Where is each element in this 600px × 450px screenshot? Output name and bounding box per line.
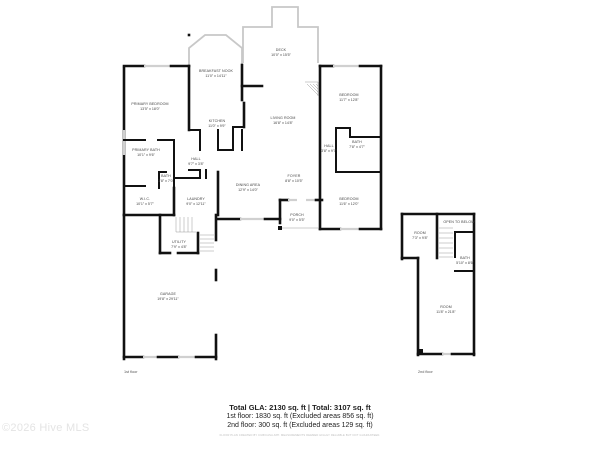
room-label-living-room: LIVING ROOM 16'8" x 14'8" <box>270 116 295 125</box>
room-label-hall-right: HALL 3'8" x 9'7" <box>321 144 337 153</box>
svg-text:BREAKFAST NOOK: BREAKFAST NOOK <box>199 69 234 73</box>
svg-text:13'5" x 18'0": 13'5" x 18'0" <box>140 107 160 111</box>
breakfast-nook-walls <box>187 33 264 102</box>
room-label-laundry: LAUNDRY 9'0" x 12'11" <box>186 197 206 206</box>
svg-text:DINING AREA: DINING AREA <box>236 183 261 187</box>
svg-text:BATH: BATH <box>352 140 362 144</box>
total-area-summary: Total GLA: 2130 sq. ft | Total: 3107 sq.… <box>229 403 371 412</box>
svg-text:BATH: BATH <box>460 256 470 260</box>
room-label-breakfast-nook: BREAKFAST NOOK 11'0" x 14'11" <box>199 69 234 78</box>
svg-text:PRIMARY BATH: PRIMARY BATH <box>132 148 160 152</box>
svg-text:FOYER: FOYER <box>288 174 301 178</box>
svg-text:BEDROOM: BEDROOM <box>339 197 358 201</box>
room-label-hall-left: HALL 9'7" x 3'8" <box>188 157 204 166</box>
floor-label-2nd: 2nd floor <box>418 370 434 374</box>
second-floor-area: 2nd floor: 300 sq. ft (Excluded areas 12… <box>227 422 373 429</box>
svg-text:7'3" x 9'8": 7'3" x 9'8" <box>412 236 428 240</box>
room-label-kitchen: KITCHEN 11'0" x 9'9" <box>208 119 226 128</box>
svg-text:7'9" x 4'8": 7'9" x 4'8" <box>171 245 187 249</box>
svg-text:11'0" x 9'9": 11'0" x 9'9" <box>208 124 226 128</box>
svg-text:HALL: HALL <box>324 144 333 148</box>
watermark: ©2026 Hive MLS <box>2 422 90 434</box>
room-label-bedroom-1: BEDROOM 11'7" x 12'8" <box>339 93 359 102</box>
room-label-deck: DECK 10'0" x 15'5" <box>271 48 291 57</box>
svg-text:10'1" x 5'7": 10'1" x 5'7" <box>136 202 154 206</box>
room-label-garage: GARAGE 19'8" x 29'11" <box>157 292 179 301</box>
svg-text:ROOM: ROOM <box>414 231 426 235</box>
svg-text:PORCH: PORCH <box>290 213 304 217</box>
svg-text:DECK: DECK <box>276 48 287 52</box>
svg-text:3'8" x 7'0": 3'8" x 7'0" <box>158 179 174 183</box>
room-label-primary-bath: PRIMARY BATH 10'1" x 9'6" <box>132 148 160 157</box>
room-label-porch: PORCH 9'0" x 5'5" <box>289 213 305 222</box>
svg-text:19'8" x 29'11": 19'8" x 29'11" <box>157 297 179 301</box>
disclaimer: FLOOR PLAN CREATED BY CUBICASA APP. MEAS… <box>219 434 381 437</box>
svg-text:OPEN TO BELOW: OPEN TO BELOW <box>443 220 475 224</box>
svg-text:9'0" x 12'11": 9'0" x 12'11" <box>186 202 206 206</box>
svg-text:5'10" x 8'6": 5'10" x 8'6" <box>456 261 474 265</box>
svg-text:11'8" x 21'8": 11'8" x 21'8" <box>436 310 456 314</box>
svg-text:11'7" x 12'8": 11'7" x 12'8" <box>339 98 359 102</box>
deck-outline <box>242 6 319 63</box>
svg-text:11'6" x 12'0": 11'6" x 12'0" <box>339 202 359 206</box>
svg-text:BATH: BATH <box>161 174 171 178</box>
first-floor-area: 1st floor: 1830 sq. ft (Excluded areas 8… <box>226 413 374 420</box>
svg-text:9'0" x 5'5": 9'0" x 5'5" <box>289 218 305 222</box>
svg-text:ROOM: ROOM <box>440 305 452 309</box>
svg-text:HALL: HALL <box>191 157 200 161</box>
room-label-utility: UTILITY 7'9" x 4'8" <box>171 240 187 249</box>
second-floor-walls <box>400 212 476 357</box>
svg-text:12'9" x 14'0": 12'9" x 14'0" <box>238 188 258 192</box>
svg-text:3'8" x 9'7": 3'8" x 9'7" <box>321 149 337 153</box>
room-label-primary-bedroom: PRIMARY BEDROOM 13'5" x 18'0" <box>131 102 168 111</box>
svg-text:UTILITY: UTILITY <box>172 240 187 244</box>
svg-text:10'0" x 15'5": 10'0" x 15'5" <box>271 53 291 57</box>
svg-text:10'1" x 9'6": 10'1" x 9'6" <box>137 153 155 157</box>
floor-label-1st: 1st floor <box>124 370 138 374</box>
svg-text:BEDROOM: BEDROOM <box>339 93 358 97</box>
svg-text:LAUNDRY: LAUNDRY <box>187 197 205 201</box>
garage-walls <box>122 213 218 361</box>
room-label-room-small: ROOM 7'3" x 9'8" <box>412 231 428 240</box>
room-label-room-large: ROOM 11'8" x 21'8" <box>436 305 456 314</box>
svg-text:8'8" x 10'5": 8'8" x 10'5" <box>285 179 303 183</box>
svg-text:W.I.C.: W.I.C. <box>140 197 150 201</box>
svg-text:11'0" x 14'11": 11'0" x 14'11" <box>205 74 227 78</box>
svg-text:16'8" x 14'8": 16'8" x 14'8" <box>273 121 293 125</box>
room-label-bedroom-2: BEDROOM 11'6" x 12'0" <box>339 197 359 206</box>
room-label-dining-area: DINING AREA 12'9" x 14'0" <box>236 183 261 192</box>
svg-text:GARAGE: GARAGE <box>160 292 176 296</box>
svg-text:KITCHEN: KITCHEN <box>209 119 226 123</box>
room-label-wic: W.I.C. 10'1" x 5'7" <box>136 197 154 206</box>
svg-text:9'7" x 3'8": 9'7" x 3'8" <box>188 162 204 166</box>
room-label-foyer: FOYER 8'8" x 10'5" <box>285 174 303 183</box>
first-floor-walls <box>122 64 383 231</box>
room-label-bath-left: BATH 3'8" x 7'0" <box>158 174 174 183</box>
svg-text:7'8" x 4'7": 7'8" x 4'7" <box>349 145 365 149</box>
room-label-bath-2nd: BATH 5'10" x 8'6" <box>456 256 474 265</box>
room-label-bath-right: BATH 7'8" x 4'7" <box>349 140 365 149</box>
svg-text:PRIMARY BEDROOM: PRIMARY BEDROOM <box>131 102 168 106</box>
svg-text:LIVING ROOM: LIVING ROOM <box>270 116 295 120</box>
room-label-open-to-below: OPEN TO BELOW <box>443 220 475 224</box>
